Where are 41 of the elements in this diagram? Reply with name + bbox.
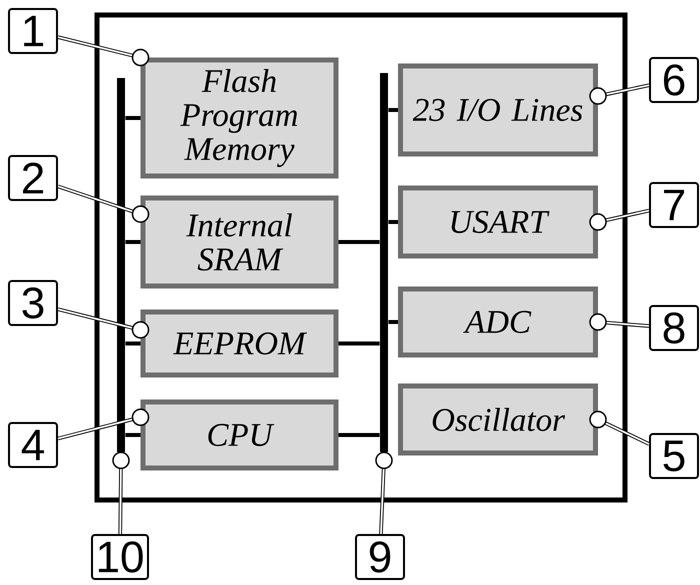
- callout-number: 6: [649, 57, 699, 103]
- bus-line: [388, 108, 398, 112]
- block-box: USART: [398, 186, 598, 258]
- chip-outline: [94, 12, 628, 502]
- leader-line: [58, 408, 150, 440]
- block-box: Oscillator: [398, 384, 598, 456]
- callout-number: 5: [649, 433, 699, 479]
- block-box: CPU: [140, 400, 338, 470]
- bus-line: [388, 320, 398, 324]
- callout-number: 1: [8, 8, 58, 54]
- bus-line: [125, 342, 140, 346]
- leader-line: [589, 84, 650, 105]
- leader-line: [58, 308, 150, 339]
- block-box: 23 I/O Lines: [398, 64, 598, 156]
- bus-line: [125, 433, 140, 437]
- callout-number: 2: [8, 155, 58, 201]
- bus-bar: [117, 78, 125, 452]
- bus-line: [338, 433, 380, 437]
- bus-line: [388, 220, 398, 224]
- bus-line: [125, 240, 140, 244]
- bus-line: [338, 342, 380, 346]
- callout-number: 7: [649, 182, 699, 228]
- leader-line: [58, 35, 150, 66]
- block-box: Internal SRAM: [140, 196, 338, 288]
- bus-line: [338, 240, 380, 244]
- block-box: ADC: [398, 286, 598, 358]
- leader-line: [112, 452, 130, 534]
- leader-line: [375, 452, 393, 534]
- callout-number: 4: [8, 422, 58, 468]
- callout-number: 8: [649, 305, 699, 351]
- leader-line: [57, 184, 150, 223]
- bus-bar: [380, 73, 388, 452]
- callout-number: 9: [355, 534, 405, 580]
- block-box: Flash Program Memory: [140, 58, 338, 178]
- leader-line: [589, 208, 650, 231]
- block-box: EEPROM: [140, 310, 338, 378]
- leader-line: [589, 410, 650, 446]
- leader-line: [589, 313, 650, 331]
- callout-number: 3: [8, 280, 58, 326]
- callout-number: 10: [91, 534, 149, 580]
- bus-line: [125, 116, 140, 120]
